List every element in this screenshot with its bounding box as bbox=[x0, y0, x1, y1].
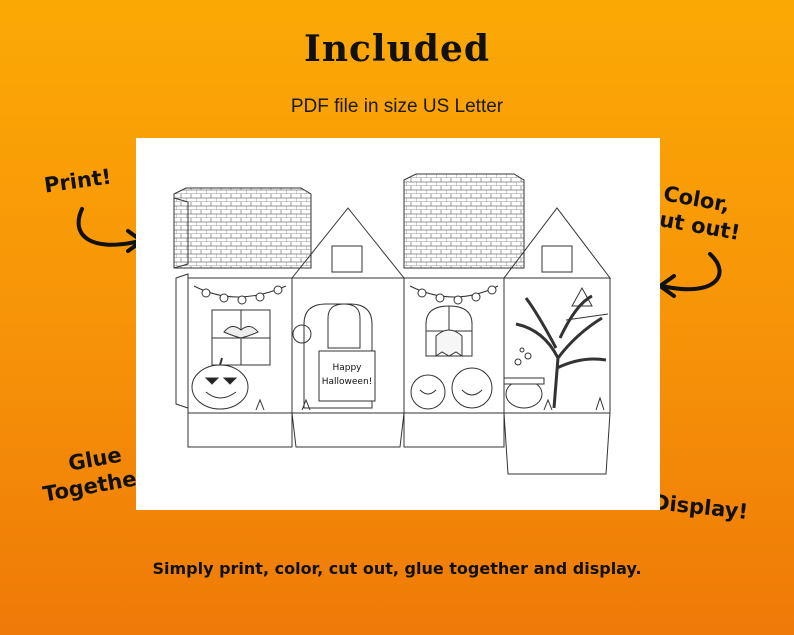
sign-line-happy: Happy bbox=[332, 363, 362, 373]
page-subtitle: PDF file in size US Letter bbox=[290, 96, 504, 117]
color-arrow-icon bbox=[658, 252, 722, 298]
display-callout: Display! bbox=[651, 489, 749, 525]
halloween-sign: Happy Halloween! bbox=[319, 351, 375, 401]
display-label: Display! bbox=[651, 490, 750, 524]
page-title: Included bbox=[303, 28, 491, 70]
print-label: Print! bbox=[42, 164, 113, 198]
caption: Simply print, color, cut out, glue toget… bbox=[152, 559, 642, 578]
printable-paper: Happy Halloween! bbox=[136, 138, 660, 510]
sign-line-halloween: Halloween! bbox=[321, 377, 373, 387]
house-template-illustration bbox=[173, 173, 612, 475]
print-callout: Print! bbox=[43, 163, 113, 198]
